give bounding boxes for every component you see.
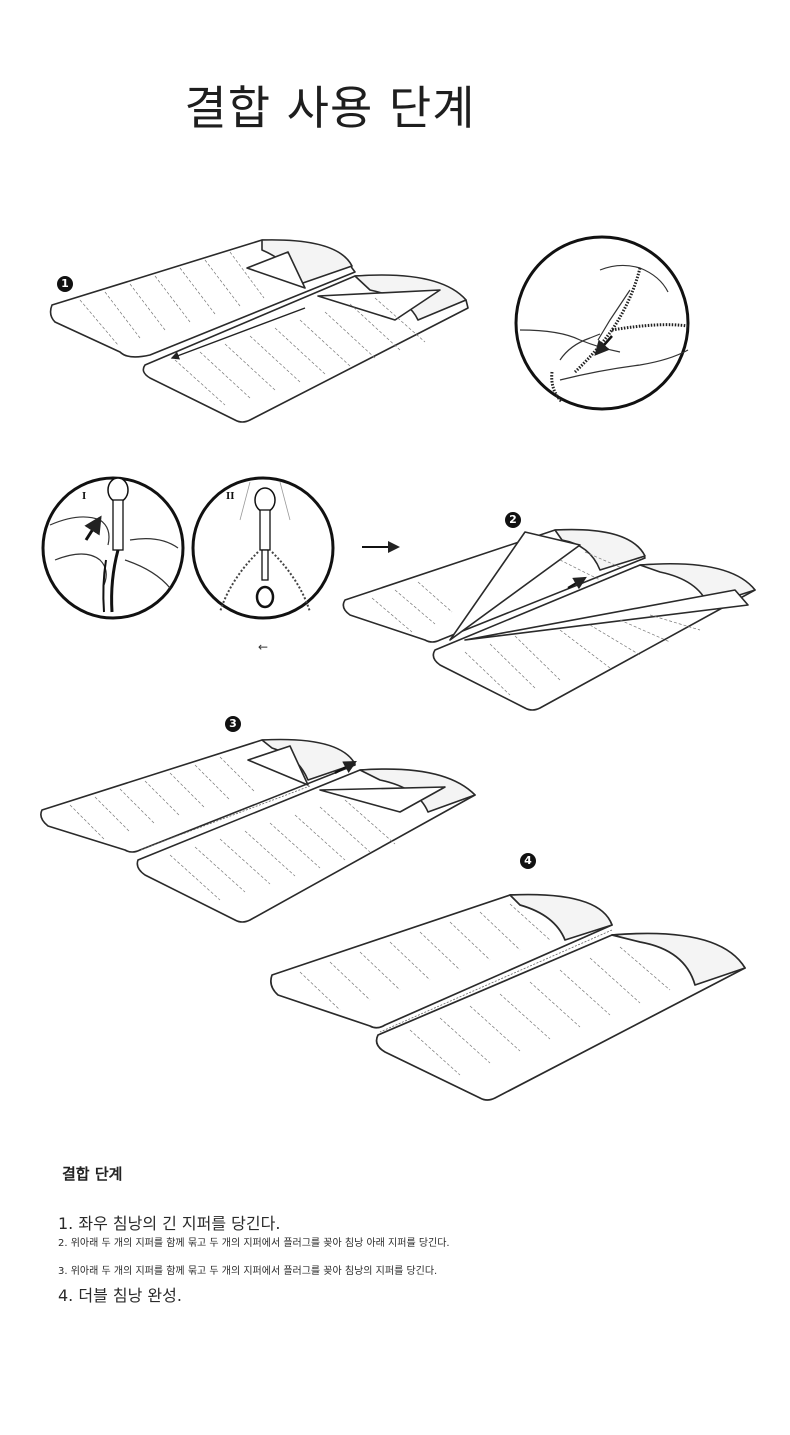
step1-bags bbox=[49, 239, 469, 423]
detail-label-one: I bbox=[82, 492, 87, 502]
step2-bags bbox=[342, 528, 756, 711]
instruction-step-4: 4. 더블 침낭 완성. bbox=[58, 1286, 182, 1305]
step3-right-flap bbox=[319, 786, 446, 813]
step1-detail-circle bbox=[514, 235, 690, 411]
step-badge-3: 3 bbox=[225, 716, 241, 732]
step2-lower-flap bbox=[464, 589, 749, 641]
step3-left-flap bbox=[247, 745, 309, 786]
step1-zip-arrow bbox=[170, 307, 306, 360]
detail-circle-one bbox=[41, 476, 185, 620]
step3-bags bbox=[40, 738, 476, 923]
step-badge-2: 2 bbox=[505, 512, 521, 528]
step1-right-flap bbox=[317, 289, 441, 321]
left-arrow-icon: ← bbox=[258, 640, 269, 654]
step1-left-flap bbox=[246, 251, 306, 289]
step2-raised-flap bbox=[449, 531, 581, 641]
detail-circle-two bbox=[191, 476, 335, 620]
page-title: 결합 사용 단계 bbox=[184, 81, 476, 135]
instruction-list: 1. 좌우 침낭의 긴 지퍼를 당긴다. 2. 위아래 두 개의 지퍼를 함께 … bbox=[58, 1213, 758, 1307]
instruction-step-3: 3. 위아래 두 개의 지퍼를 함께 묶고 두 개의 지퍼에서 플러그를 꽂아 … bbox=[58, 1266, 438, 1277]
instruction-step-2: 2. 위아래 두 개의 지퍼를 함께 묶고 두 개의 지퍼에서 플러그를 꽂아 … bbox=[58, 1238, 450, 1249]
instructions-heading: 결합 단계 bbox=[62, 1165, 123, 1183]
step-badge-1: 1 bbox=[57, 276, 73, 292]
step4-bag bbox=[270, 893, 746, 1101]
detail-label-two: II bbox=[226, 492, 235, 502]
instruction-step-1: 1. 좌우 침낭의 긴 지퍼를 당긴다. bbox=[58, 1214, 281, 1233]
step-badge-4: 4 bbox=[520, 853, 536, 869]
